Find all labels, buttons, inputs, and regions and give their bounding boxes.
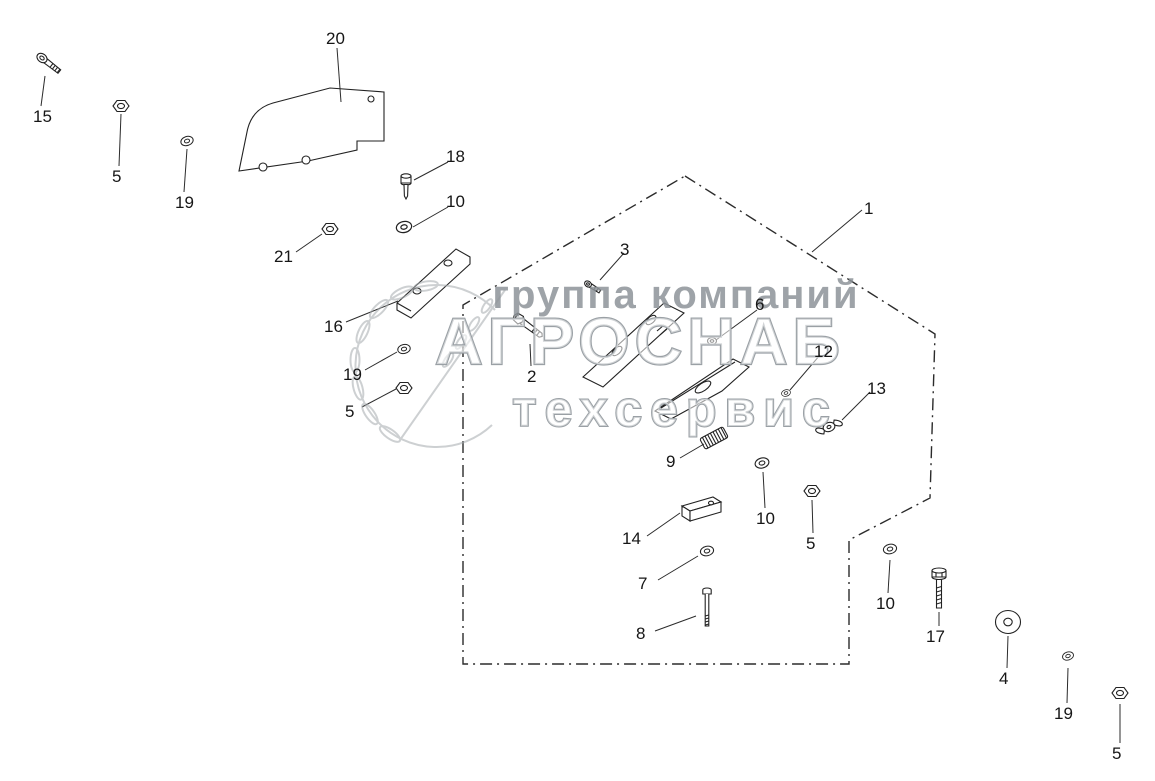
part-7-washer: [698, 544, 716, 558]
part-4-washer: [994, 609, 1022, 635]
part-9-stud: [699, 426, 729, 450]
watermark-text-1: группа компаний: [492, 273, 859, 317]
parts-layer: [36, 52, 1129, 700]
part-knife-back-plate: [582, 302, 685, 388]
wheat-wreath-icon: [349, 280, 506, 449]
watermark-text-3: техсервис: [512, 381, 838, 437]
watermark: группа компаний АГРОСНАБ техсервис: [349, 273, 859, 449]
part-5-nut-c: [803, 484, 821, 498]
watermark-text-2: АГРОСНАБ: [435, 304, 845, 378]
part-20-bracket: [238, 87, 385, 172]
part-8-bolt: [702, 587, 712, 627]
part-2-bolt: [512, 312, 543, 338]
part-10-washer-b: [753, 455, 771, 471]
part-10-washer-c: [881, 542, 899, 556]
part-15-bolt: [36, 52, 62, 75]
part-6-rivet: [706, 337, 718, 345]
part-19-washer-a: [179, 134, 195, 148]
part-3-bolt: [584, 280, 602, 294]
part-5-nut-a: [112, 99, 130, 113]
part-1-boundary: [462, 175, 936, 665]
part-14-spacer: [680, 496, 723, 522]
part-18-bolt: [400, 173, 412, 201]
part-10-washer-a: [394, 219, 414, 235]
part-knife-blade: [653, 358, 750, 420]
part-17-bolt: [931, 567, 947, 609]
part-13-wingnut: [815, 419, 843, 435]
part-21-nut: [321, 222, 339, 236]
part-5-nut-d: [1111, 686, 1129, 700]
part-19-washer-c: [1060, 650, 1076, 662]
part-19-washer-b: [396, 342, 412, 356]
part-5-nut-b: [395, 381, 413, 395]
